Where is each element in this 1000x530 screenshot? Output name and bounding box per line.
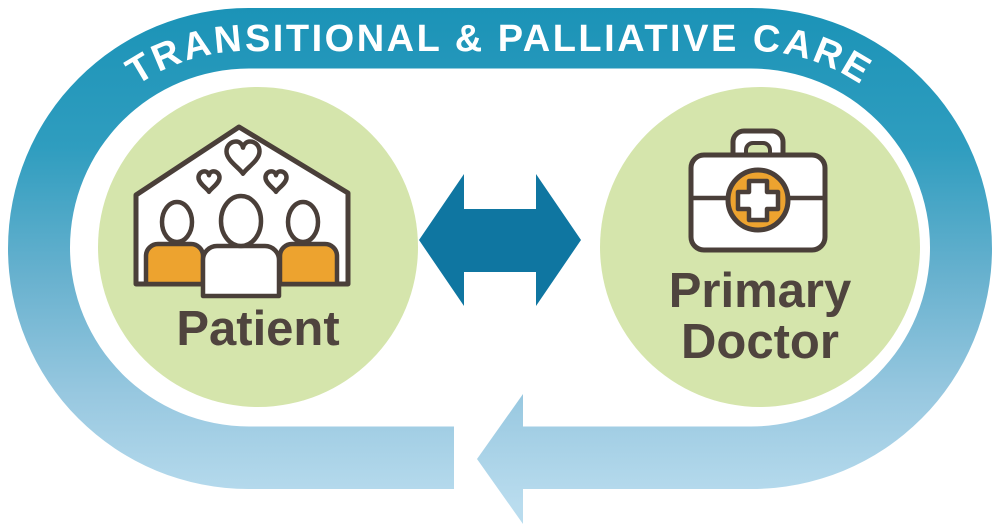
diagram-title-text: TRANSITIONAL & PALLIATIVE CARE — [119, 18, 879, 94]
double-arrow-icon — [419, 174, 581, 306]
left-person-shirt — [143, 241, 206, 287]
medical-bag-icon — [688, 128, 828, 253]
cycle-ring — [8, 8, 992, 489]
center-person-head — [218, 193, 264, 249]
primary-doctor-label-line1: Primary — [669, 264, 852, 318]
right-person-head — [285, 199, 321, 245]
left-person-head — [159, 199, 195, 245]
medical-cross-icon — [735, 178, 781, 223]
family-home-hearts-icon — [133, 124, 351, 299]
right-person-shirt — [277, 241, 340, 287]
cycle-arrowhead-icon — [477, 394, 523, 524]
primary-doctor-label-line2: Doctor — [681, 315, 839, 369]
patient-label: Patient — [176, 302, 339, 356]
diagram-title: TRANSITIONAL & PALLIATIVE CARE — [119, 18, 877, 94]
center-person-shirt — [200, 243, 282, 299]
